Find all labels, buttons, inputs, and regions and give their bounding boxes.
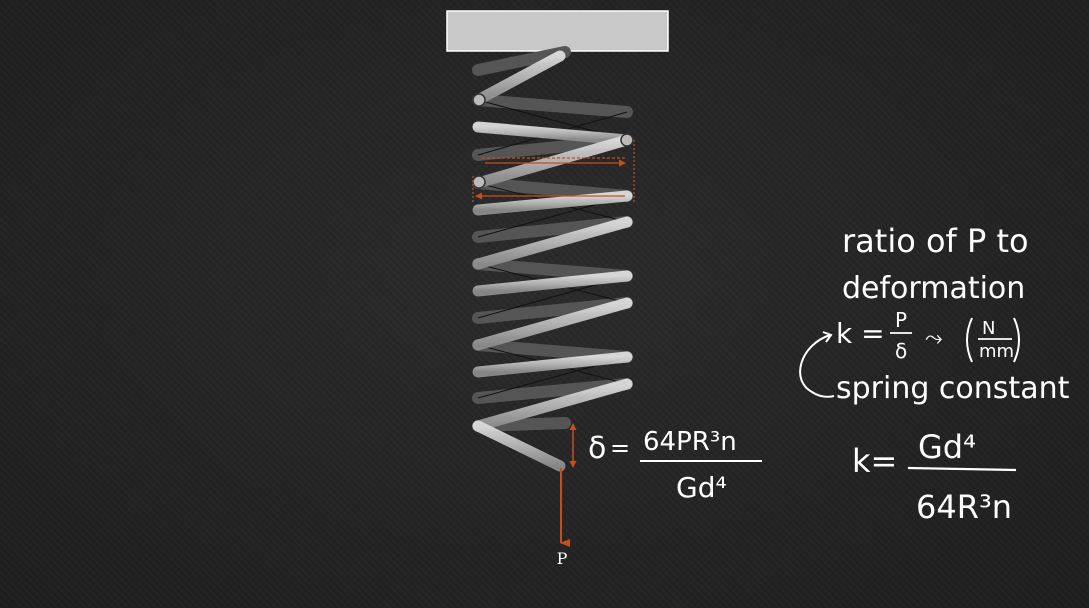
k-formula-bar bbox=[907, 466, 1017, 472]
coil-diameter-dimension bbox=[472, 140, 635, 202]
units-paren-left bbox=[966, 317, 973, 363]
note-line-1: ratio of P to bbox=[842, 222, 1029, 260]
units-paren-right bbox=[1013, 317, 1020, 363]
note-line-2: deformation bbox=[842, 271, 1025, 306]
deflection-numerator: 64PR³n bbox=[643, 427, 737, 457]
fixed-support bbox=[446, 10, 669, 52]
units-numerator: N bbox=[982, 318, 995, 339]
spring-coil-front bbox=[472, 50, 633, 472]
bracket-hook bbox=[822, 331, 833, 343]
load-label: P bbox=[557, 549, 568, 568]
k-formula-numerator: Gd⁴ bbox=[918, 428, 976, 466]
equals-sign: = bbox=[610, 434, 630, 462]
coil-section-right bbox=[620, 133, 634, 147]
k-definition-lhs: k = bbox=[836, 317, 885, 350]
k-definition-numerator: P bbox=[895, 308, 907, 332]
deflection-denominator: Gd⁴ bbox=[676, 471, 727, 504]
k-formula-lhs: k= bbox=[852, 442, 897, 480]
spring-constant-notes: ratio of P to deformation k = P δ ⤳ N mm… bbox=[799, 222, 1070, 526]
spring-constant-label: spring constant bbox=[836, 371, 1070, 406]
units-arrow: ⤳ bbox=[925, 326, 943, 351]
k-formula-denominator: 64R³n bbox=[916, 488, 1012, 526]
units-denominator: mm bbox=[979, 341, 1014, 362]
coil-section-left bbox=[472, 93, 486, 107]
coil-section-left-2 bbox=[472, 175, 486, 189]
k-definition-denominator: δ bbox=[895, 339, 907, 363]
delta-symbol: δ bbox=[588, 431, 606, 466]
spring-coil-back bbox=[472, 46, 633, 432]
curved-bracket bbox=[799, 334, 835, 398]
deflection-formula: δ = 64PR³n Gd⁴ bbox=[588, 427, 762, 504]
